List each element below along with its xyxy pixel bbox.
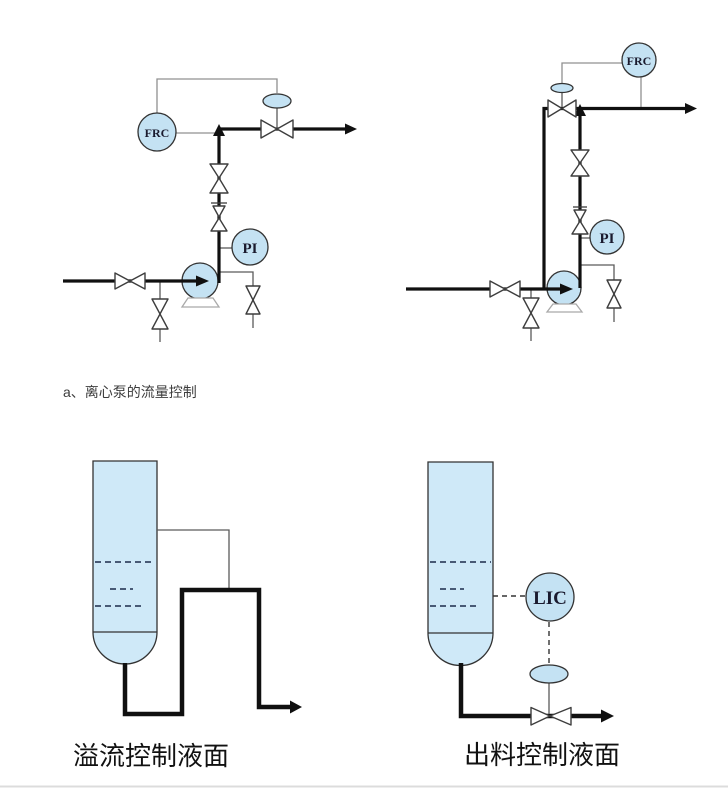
frc-label: FRC [145, 126, 170, 140]
flow-arrow [290, 700, 302, 714]
vessel [427, 461, 494, 667]
frc-signal-line [156, 78, 278, 113]
lic-label: LIC [533, 588, 567, 609]
flow-arrow [196, 275, 209, 287]
flow-control-bypass-diagram: FRC PI [406, 42, 697, 341]
discharge-drain-valve-icon [245, 285, 261, 315]
discharge-level-diagram: LIC 出料控制液面 [427, 461, 620, 770]
flow-arrow [685, 103, 697, 114]
pi-label: PI [243, 241, 258, 257]
overflow-sense-line [157, 529, 230, 588]
pump-base-icon [180, 297, 221, 308]
discharge-caption: 出料控制液面 [464, 741, 620, 770]
actuator-icon [262, 93, 292, 109]
actuator-icon [529, 664, 569, 684]
pump-base-icon [545, 303, 584, 313]
pi-label: PI [600, 231, 615, 247]
frc-label: FRC [627, 54, 652, 68]
flow-arrow [601, 709, 614, 723]
discharge-gate-valve-icon [209, 163, 229, 194]
check-valve-icon [571, 206, 589, 235]
discharge-gate-valve-icon [570, 149, 590, 177]
lic-instrument-circle [525, 572, 575, 622]
frc-instrument-circle [137, 112, 177, 152]
bypass-pipe [542, 106, 580, 289]
overflow-seal-pipe [122, 587, 290, 717]
overflow-caption: 溢流控制液面 [73, 742, 229, 771]
actuator-icon [550, 82, 574, 94]
pi-instrument-circle [589, 219, 625, 255]
suction-drain-valve-icon [151, 298, 169, 330]
frc-signal-line [561, 62, 622, 83]
discharge-drain-valve-icon [606, 279, 622, 309]
suction-gate-valve-icon [489, 280, 521, 298]
flow-control-throttle-diagram: FRC PI [63, 78, 357, 342]
discharge-drain-line [219, 271, 254, 328]
pi-instrument-circle [231, 228, 269, 266]
section-a-caption: a、离心泵的流量控制 [63, 384, 197, 400]
control-valve-icon [530, 706, 572, 726]
discharge-drain-line [580, 264, 615, 322]
check-valve-icon [210, 202, 228, 232]
flow-arrow [345, 123, 357, 135]
control-valve-icon [260, 119, 294, 139]
overflow-level-diagram: 溢流控制液面 [73, 460, 302, 771]
control-valve-icon [547, 99, 577, 118]
suction-gate-valve-icon [114, 272, 146, 290]
flow-arrow [560, 283, 573, 295]
frc-instrument-circle [621, 42, 657, 78]
suction-drain-valve-icon [522, 297, 540, 329]
